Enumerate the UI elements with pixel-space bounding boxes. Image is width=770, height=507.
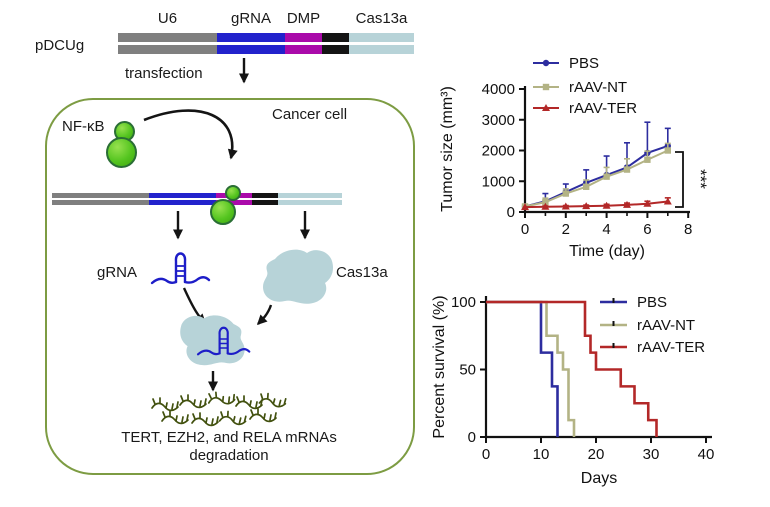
construct-segment-dmp: [285, 33, 322, 42]
svg-text:40: 40: [698, 446, 715, 463]
construct-segment-spacer: [322, 45, 349, 54]
svg-text:20: 20: [588, 446, 605, 463]
svg-text:100: 100: [451, 294, 476, 311]
svg-text:3000: 3000: [482, 112, 515, 129]
construct-segment-label-u6: U6: [157, 10, 178, 27]
svg-text:rAAV-NT: rAAV-NT: [637, 317, 695, 334]
construct-segment-spacer: [251, 193, 279, 198]
svg-text:0: 0: [507, 204, 515, 221]
svg-text:Percent survival (%): Percent survival (%): [431, 295, 448, 438]
svg-text:Time (day): Time (day): [569, 243, 645, 260]
svg-text:rAAV-NT: rAAV-NT: [569, 79, 627, 96]
construct-segment-cas13a: [278, 193, 343, 198]
svg-text:4: 4: [602, 221, 610, 238]
svg-text:6: 6: [643, 221, 651, 238]
svg-text:***: ***: [691, 169, 710, 189]
svg-text:30: 30: [643, 446, 660, 463]
construct-segment-dmp: [285, 45, 322, 54]
svg-text:4000: 4000: [482, 81, 515, 98]
construct-strand: [118, 33, 414, 42]
cancer-cell-label: Cancer cell: [272, 106, 348, 123]
construct-segment-spacer: [251, 200, 279, 205]
svg-text:Days: Days: [581, 470, 617, 487]
svg-text:PBS: PBS: [637, 294, 667, 311]
integrated-construct-map: [52, 193, 343, 205]
construct-segment-u6: [118, 33, 217, 42]
svg-text:rAAV-TER: rAAV-TER: [637, 339, 705, 356]
cas13a-label: Cas13a: [336, 264, 388, 281]
construct-segment-cas13a: [349, 45, 414, 54]
svg-text:10: 10: [533, 446, 550, 463]
svg-text:0: 0: [468, 429, 476, 446]
construct-segment-grna: [217, 45, 285, 54]
construct-segment-grna: [217, 33, 285, 42]
degradation-caption-line2: degradation: [189, 447, 269, 464]
construct-segment-grna: [149, 193, 216, 198]
construct-segment-dmp: [215, 200, 252, 205]
svg-text:rAAV-TER: rAAV-TER: [569, 100, 637, 117]
nfkb-protein-large-subunit: [106, 137, 137, 168]
svg-text:2000: 2000: [482, 143, 515, 160]
construct-segment-label-grna: gRNA: [230, 10, 272, 27]
degradation-caption: TERT, EZH2, and RELA mRNAs degradation: [45, 429, 413, 465]
construct-strand: [52, 200, 343, 205]
construct-segment-grna: [149, 200, 216, 205]
svg-text:0: 0: [521, 221, 529, 238]
degradation-caption-line1: TERT, EZH2, and RELA mRNAs: [121, 429, 337, 446]
svg-text:0: 0: [482, 446, 490, 463]
nfkb-bound-large-subunit: [210, 199, 236, 225]
svg-text:8: 8: [684, 221, 692, 238]
grna-label: gRNA: [97, 264, 138, 281]
svg-text:PBS: PBS: [569, 55, 599, 72]
construct-segment-u6: [52, 193, 150, 198]
transfection-label: transfection: [125, 65, 203, 82]
svg-text:50: 50: [459, 362, 476, 379]
construct-segment-cas13a: [278, 200, 343, 205]
construct-segment-spacer: [322, 33, 349, 42]
cancer-cell-outline: [45, 98, 415, 475]
construct-strand: [118, 45, 414, 54]
construct-segment-u6: [118, 45, 217, 54]
plasmid-construct-map: U6 gRNA DMP Cas13a: [118, 10, 414, 54]
construct-segment-u6: [52, 200, 150, 205]
svg-text:Tumor size (mm³): Tumor size (mm³): [439, 86, 456, 212]
construct-segment-label-dmp: DMP: [286, 10, 321, 27]
nfkb-bound-small-subunit: [225, 185, 241, 201]
svg-text:1000: 1000: [482, 173, 515, 190]
construct-segment-label-cas13a: Cas13a: [355, 10, 408, 27]
nfkb-label: NF-κB: [62, 118, 105, 135]
svg-text:2: 2: [562, 221, 570, 238]
plasmid-label: pDCUg: [35, 37, 85, 54]
construct-segment-cas13a: [349, 33, 414, 42]
construct-strand: [52, 193, 343, 198]
